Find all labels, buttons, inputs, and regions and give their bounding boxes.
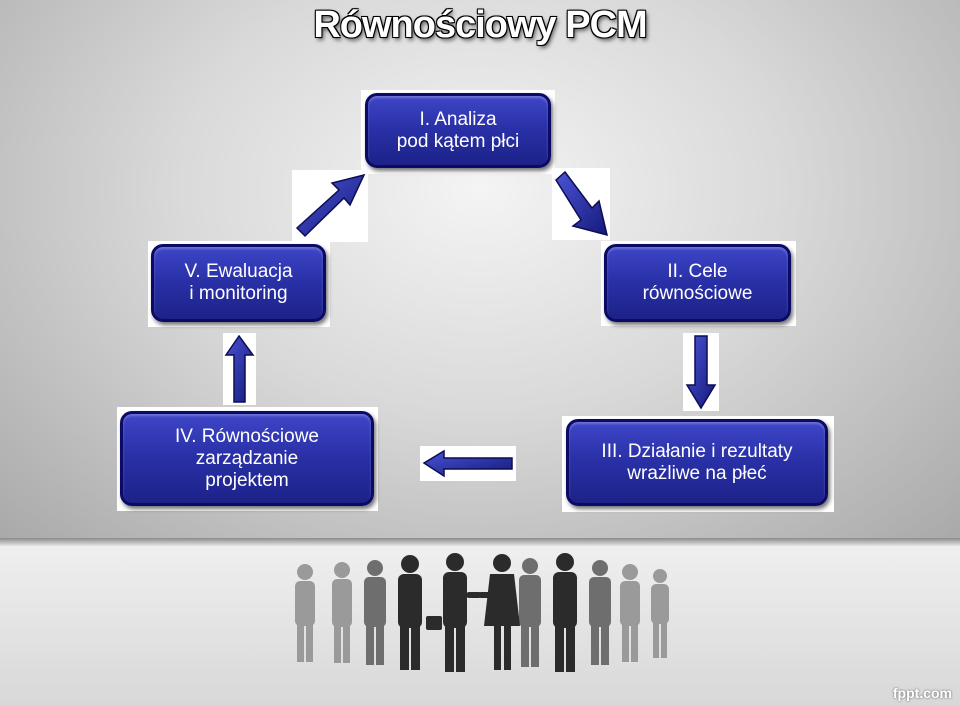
background-divider (0, 538, 960, 546)
slide-title: Równościowy PCM (313, 4, 647, 46)
node-management: IV. Równościowe zarządzanie projektem (120, 411, 374, 506)
footer-credit: fppt.com (892, 685, 952, 701)
arrow-analysis-to-goals (555, 170, 609, 237)
arrow-management-to-evaluation (224, 334, 255, 403)
arrow-actions-to-management (422, 449, 513, 478)
node-goals: II. Cele równościowe (604, 244, 791, 322)
arrow-evaluation-to-analysis (295, 173, 366, 238)
node-actions: III. Działanie i rezultaty wrażliwe na p… (566, 419, 828, 506)
arrow-goals-to-actions (685, 335, 717, 410)
background-bottom (0, 546, 960, 705)
node-evaluation: V. Ewaluacja i monitoring (151, 244, 326, 322)
node-analysis: I. Analiza pod kątem płci (365, 93, 551, 168)
business-people-silhouettes (295, 553, 669, 672)
